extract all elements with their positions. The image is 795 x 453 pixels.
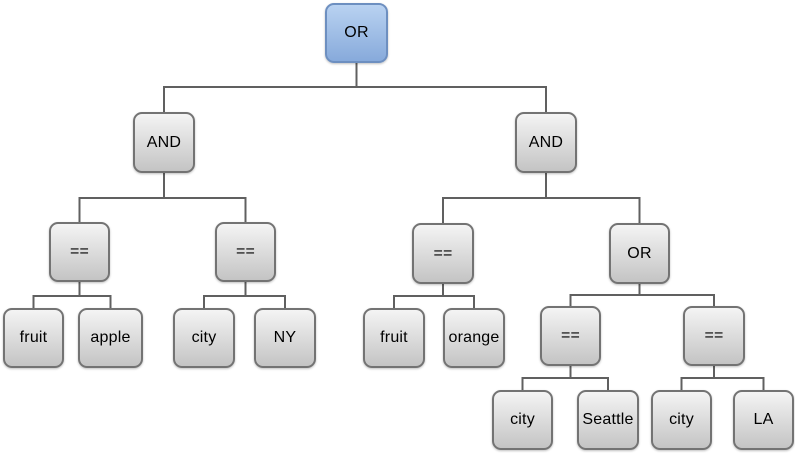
edge-eq-1-to-fruit-1 (32, 282, 81, 308)
edge-eq-4-to-city-2 (521, 366, 572, 390)
edge-eq-3-to-orange (442, 284, 475, 308)
tree-node-fruit-2: fruit (363, 308, 425, 368)
edge-eq-2-to-ny (244, 282, 286, 308)
tree-node-eq-1: == (49, 222, 110, 282)
edge-and-right-to-or-2 (545, 173, 641, 223)
edge-and-left-to-eq-1 (78, 173, 165, 222)
tree-node-and-left: AND (133, 112, 195, 173)
tree-node-apple: apple (78, 308, 143, 368)
edge-and-left-to-eq-2 (163, 173, 247, 222)
tree-node-eq-3: == (412, 223, 474, 284)
tree-node-city-3: city (651, 390, 712, 450)
edge-or-2-to-eq-5 (638, 284, 715, 306)
tree-node-fruit-1: fruit (3, 308, 64, 368)
edge-or-2-to-eq-4 (569, 284, 641, 306)
tree-node-orange: orange (443, 308, 505, 368)
tree-node-la: LA (733, 390, 794, 450)
tree-node-and-right: AND (515, 112, 577, 173)
edge-or-root-to-and-left (163, 63, 358, 112)
tree-node-eq-2: == (215, 222, 276, 282)
edge-and-right-to-eq-3 (442, 173, 547, 223)
tree-node-or-2: OR (609, 223, 670, 284)
tree-node-ny: NY (254, 308, 316, 368)
tree-node-eq-5: == (683, 306, 745, 366)
edge-eq-3-to-fruit-2 (393, 284, 444, 308)
edge-or-root-to-and-right (355, 63, 547, 112)
tree-node-city-1: city (173, 308, 235, 368)
tree-node-seattle: Seattle (577, 390, 639, 450)
edge-eq-2-to-city-1 (203, 282, 247, 308)
tree-node-or-root: OR (325, 3, 388, 63)
tree-node-eq-4: == (540, 306, 601, 366)
tree-node-city-2: city (492, 390, 553, 450)
edge-eq-1-to-apple (78, 282, 112, 308)
edge-eq-5-to-la (713, 366, 765, 390)
edge-eq-4-to-seattle (569, 366, 609, 390)
edge-eq-5-to-city-3 (680, 366, 715, 390)
